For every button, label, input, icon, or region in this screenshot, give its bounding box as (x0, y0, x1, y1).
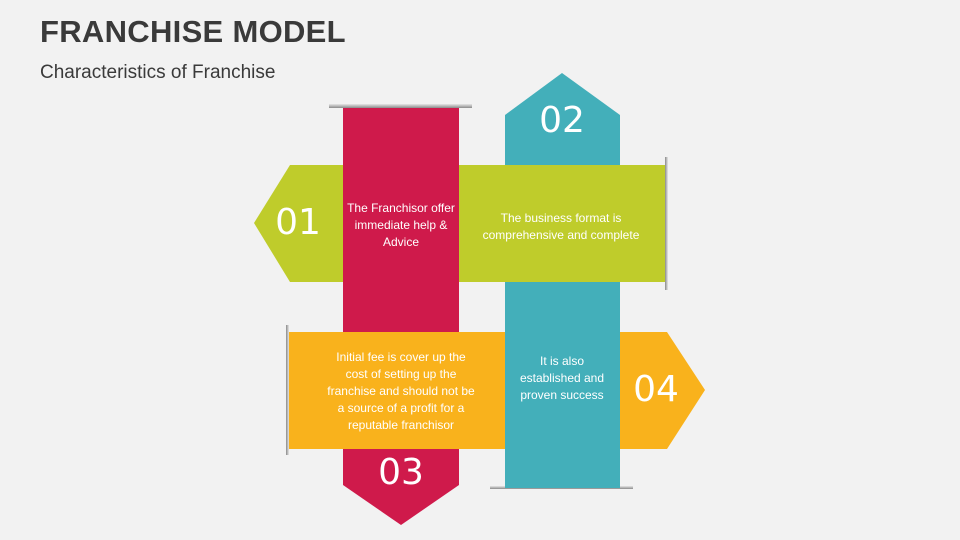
orange-right-arrow (288, 332, 505, 449)
orange-arrow-head (620, 332, 705, 449)
page-title: FRANCHISE MODEL (40, 14, 346, 49)
item-text-04: It is also established and proven succes… (519, 353, 605, 402)
orange-left-cap (286, 325, 289, 455)
item-number-02: 02 (539, 100, 585, 141)
item-text-02: The business format is comprehensive and… (482, 211, 640, 242)
item-number-01: 01 (275, 202, 321, 243)
teal-overlap (505, 282, 620, 488)
item-number-03: 03 (378, 452, 424, 493)
lime-right-cap (665, 157, 668, 290)
page-subtitle: Characteristics of Franchise (40, 62, 276, 83)
red-top-cap (329, 104, 472, 108)
item-text-03: Initial fee is cover up the cost of sett… (327, 349, 475, 432)
item-number-04: 04 (633, 369, 679, 410)
item-text-01: The Franchisor offer immediate help & Ad… (347, 200, 455, 249)
